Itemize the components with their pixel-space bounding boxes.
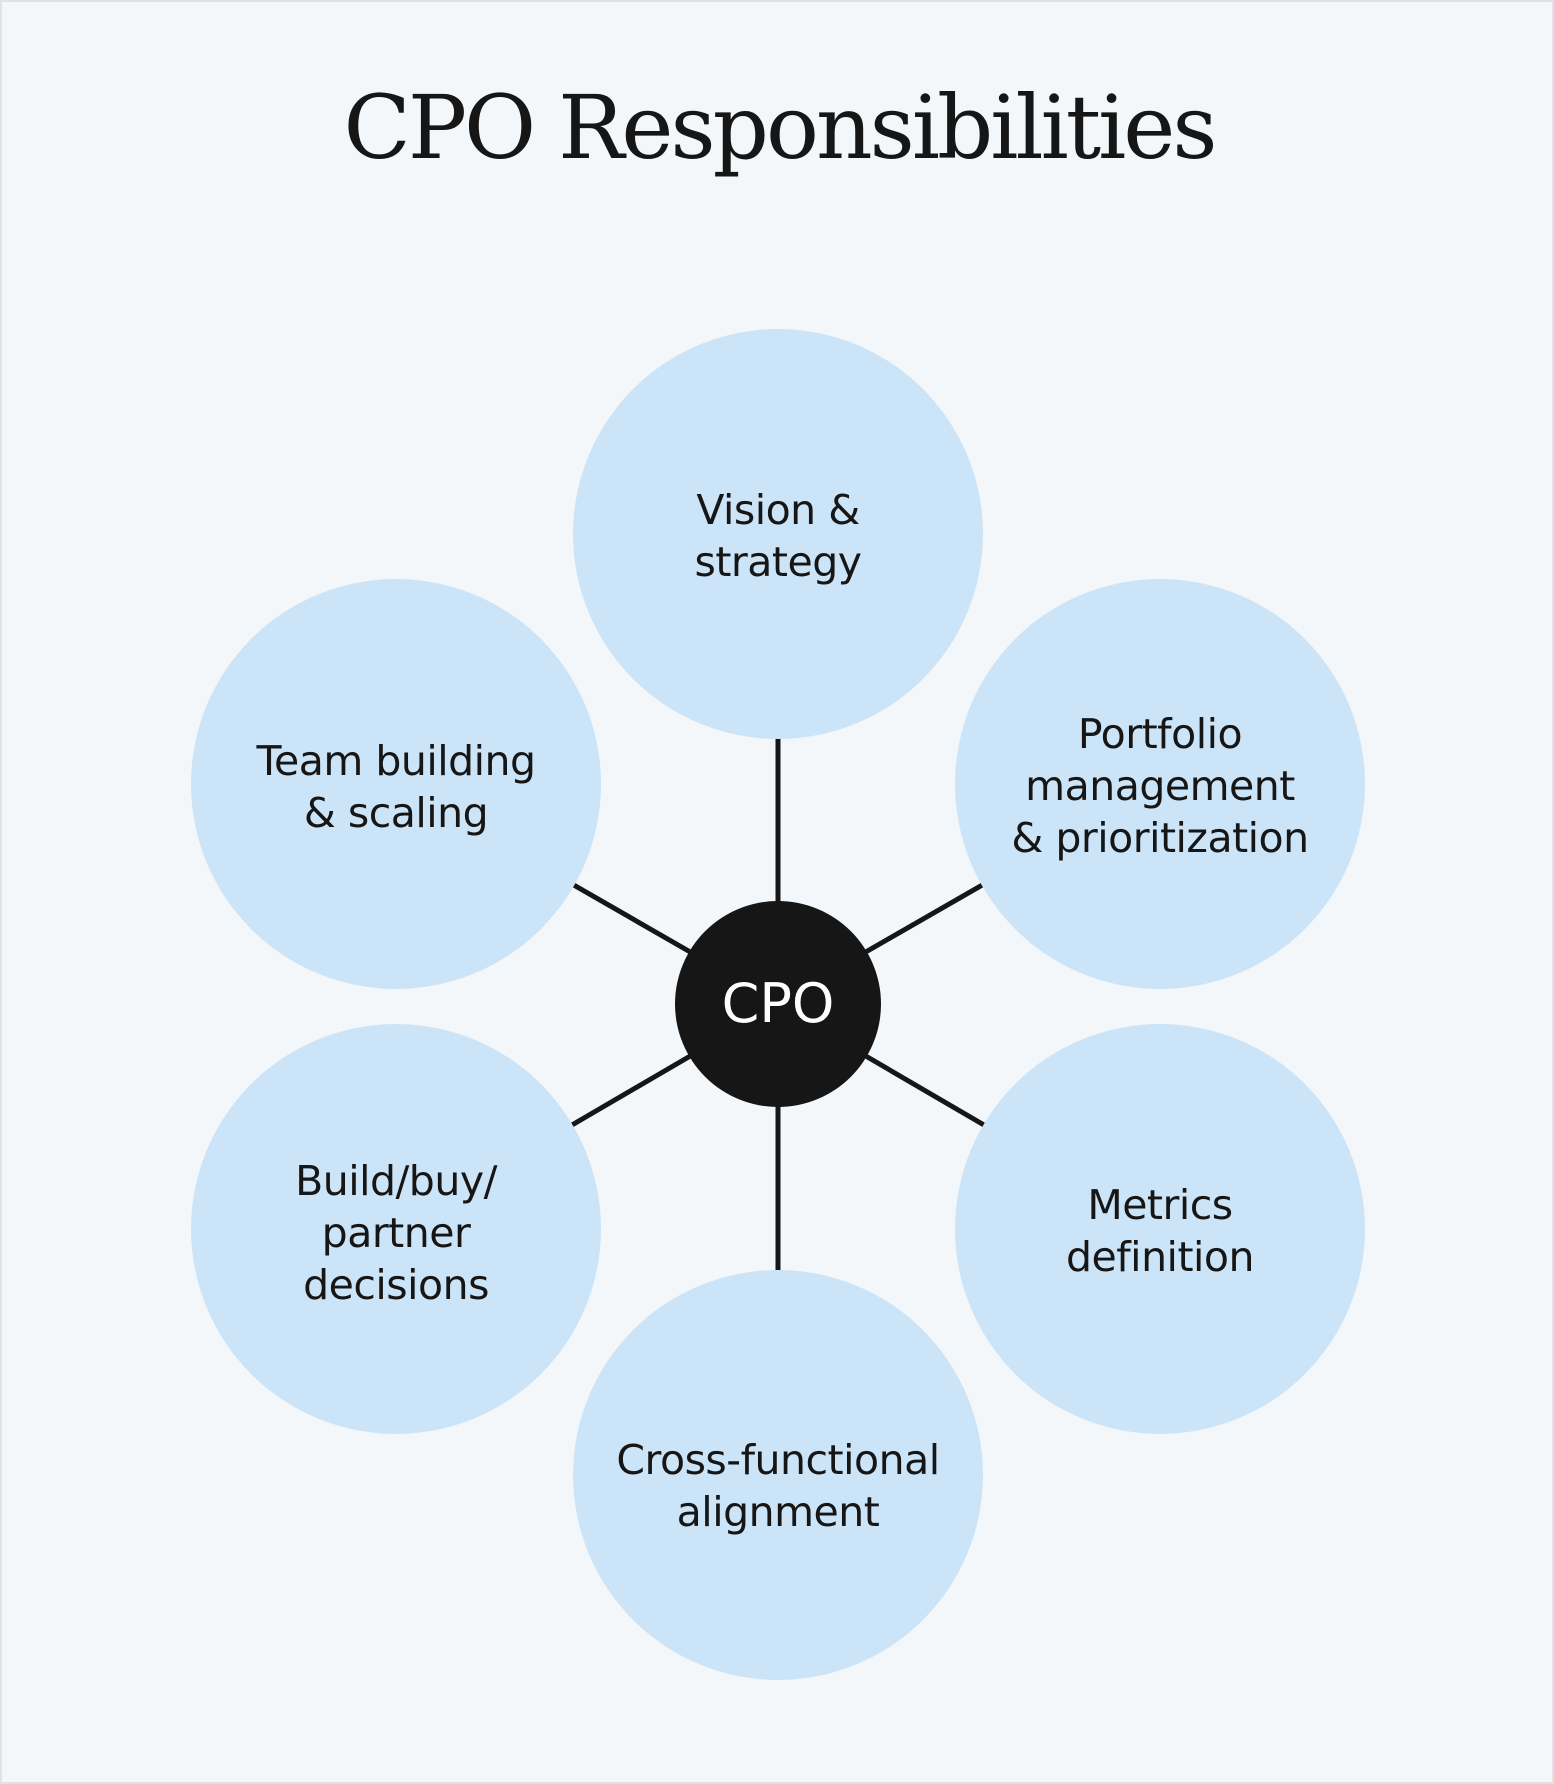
label-metrics-definition: Metrics definition <box>980 1179 1340 1283</box>
hub-label: CPO <box>721 972 835 1035</box>
label-line: strategy <box>694 538 862 586</box>
label-portfolio-management: Portfolio management & prioritization <box>980 708 1340 864</box>
label-line: Portfolio <box>1077 710 1243 758</box>
node-portfolio-management <box>955 579 1365 989</box>
spoke-metrics-definition <box>862 1052 986 1128</box>
label-line: Metrics <box>1087 1181 1233 1229</box>
label-vision-strategy: Vision & strategy <box>598 484 958 588</box>
label-team-building: Team building & scaling <box>216 735 576 839</box>
label-line: decisions <box>303 1261 489 1309</box>
label-line: & scaling <box>303 789 489 837</box>
spoke-portfolio-management <box>862 881 986 956</box>
label-build-buy-partner: Build/buy/ partner decisions <box>216 1155 576 1311</box>
label-line: Build/buy/ <box>295 1157 497 1205</box>
spoke-build-buy-partner <box>570 1052 694 1128</box>
node-team-building <box>191 579 601 989</box>
label-line: management <box>1025 762 1295 810</box>
node-vision-strategy <box>573 329 983 739</box>
label-line: Team building <box>256 737 536 785</box>
spoke-team-building <box>570 881 694 956</box>
page-title: CPO Responsibilities <box>343 76 1218 179</box>
label-line: alignment <box>676 1488 880 1536</box>
node-build-buy-partner <box>191 1024 601 1434</box>
label-cross-functional-alignment: Cross-functional alignment <box>598 1434 958 1538</box>
label-line: partner <box>321 1209 471 1257</box>
node-metrics-definition <box>955 1024 1365 1434</box>
label-line: definition <box>1066 1233 1255 1281</box>
label-line: Vision & <box>696 486 860 534</box>
hub-node <box>675 901 881 1107</box>
label-line: & prioritization <box>1011 814 1309 862</box>
node-cross-functional-alignment <box>573 1270 983 1680</box>
label-line: Cross-functional <box>616 1436 940 1484</box>
